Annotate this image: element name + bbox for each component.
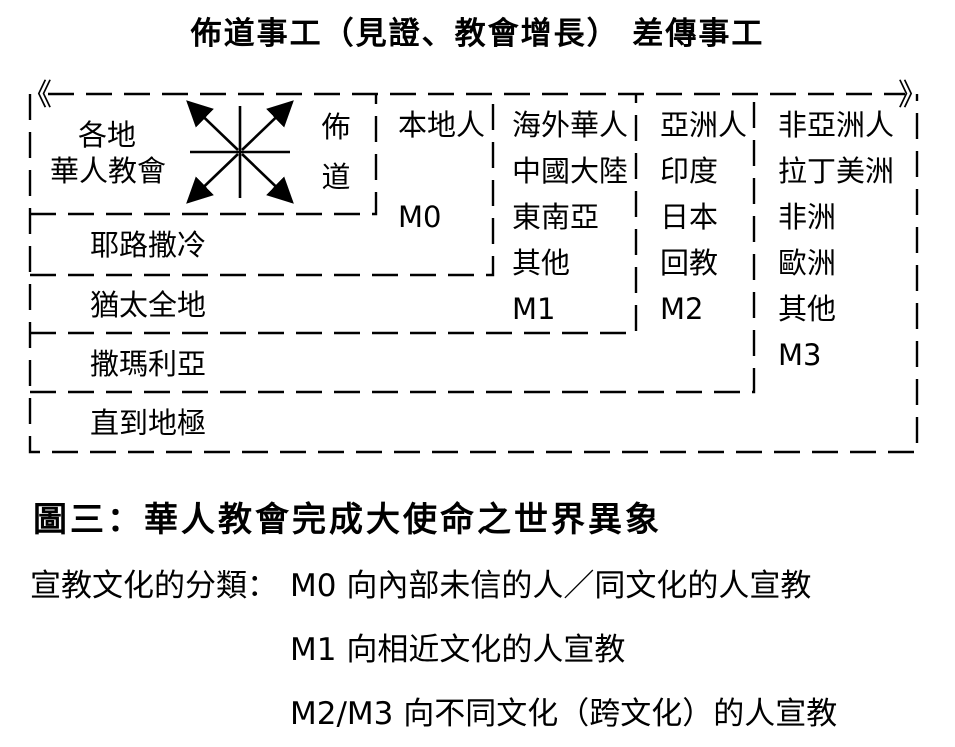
legend-row-m1: M1 向相近文化的人宣教 — [290, 632, 626, 668]
column-m3-item: 非洲 — [778, 200, 837, 234]
diagram-title: 佈道事工（見證、教會增長） 差傳事工 — [190, 16, 765, 52]
column-m3-item: 歐洲 — [778, 246, 837, 280]
left-bracket: 《 — [22, 78, 52, 113]
column-m2: 亞洲人 印度 日本 回教 M2 — [660, 102, 747, 332]
column-m3-item: 拉丁美洲 — [778, 154, 895, 188]
spread-arrows-icon — [186, 100, 294, 204]
center-label-line2: 華人教會 — [50, 154, 167, 188]
region-jerusalem: 耶路撒冷 — [90, 228, 207, 262]
column-m0-item: M0 — [398, 200, 442, 234]
legend-row-m0: M0 向內部未信的人／同文化的人宣教 — [290, 568, 812, 604]
box-center — [30, 94, 378, 216]
column-m1-item: 中國大陸 — [512, 154, 629, 188]
column-m0: 本地人 M0 — [398, 102, 485, 240]
column-m3-item: 其他 — [778, 292, 837, 326]
region-judea: 猶太全地 — [90, 288, 207, 322]
column-m1-item: 海外華人 — [512, 108, 629, 142]
box-jerusalem — [30, 94, 495, 277]
outer-box — [28, 94, 919, 454]
column-m1-item: M1 — [512, 292, 556, 326]
box-judea — [30, 94, 638, 335]
column-m3-item: 非亞洲人 — [778, 108, 895, 142]
column-m1: 海外華人 中國大陸 東南亞 其他 M1 — [512, 102, 628, 332]
center-label-line1: 各地 — [78, 118, 137, 152]
region-samaria: 撒瑪利亞 — [90, 347, 207, 381]
concentric-regions-diagram — [28, 92, 919, 454]
column-m1-item: 其他 — [512, 246, 571, 280]
right-bracket: 》 — [898, 78, 928, 113]
column-m2-item: 日本 — [660, 200, 719, 234]
column-m2-item: M2 — [660, 292, 704, 326]
preach-char-2: 道 — [321, 160, 351, 194]
figure-caption: 圖三：華人教會完成大使命之世界異象 — [33, 500, 662, 540]
column-m2-item: 亞洲人 — [660, 108, 748, 142]
column-m0-item: 本地人 — [398, 108, 486, 142]
legend-heading: 宣教文化的分類： — [30, 568, 278, 604]
column-m1-item: 東南亞 — [512, 200, 600, 234]
preach-char-1: 佈 — [321, 110, 351, 144]
region-ends-of-earth: 直到地極 — [90, 406, 207, 440]
box-samaria — [30, 94, 756, 394]
column-m0-item — [398, 148, 485, 194]
column-m2-item: 印度 — [660, 154, 719, 188]
column-m2-item: 回教 — [660, 246, 719, 280]
legend-row-m2m3: M2/M3 向不同文化（跨文化）的人宣教 — [290, 696, 838, 732]
preach-vertical-label: 佈 道 — [319, 102, 353, 202]
column-m3: 非亞洲人 拉丁美洲 非洲 歐洲 其他 M3 — [778, 102, 894, 378]
column-m3-item: M3 — [778, 338, 822, 372]
